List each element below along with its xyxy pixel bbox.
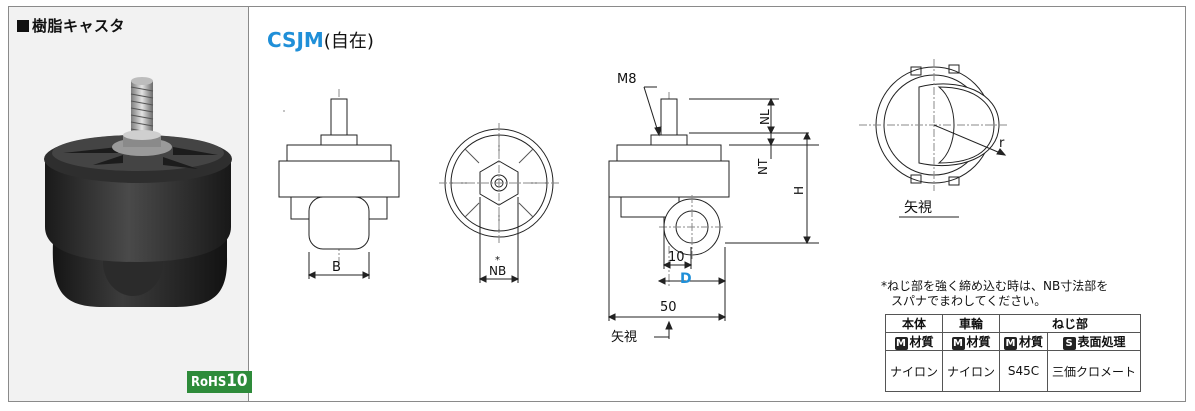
thread-material-value: S45C	[999, 350, 1049, 392]
dim-nb-mark: *	[495, 255, 500, 266]
side-view	[607, 86, 819, 339]
tightening-note: *ねじ部を強く締め込む時は、NB寸法部を スパナでまわしてください。	[881, 279, 1109, 308]
thread-surface-value: 三価クロメート	[1047, 350, 1142, 392]
dim-b-label: B	[332, 260, 341, 275]
dim-nt-label: NT	[756, 158, 770, 175]
col-thread-header: ねじ部	[999, 314, 1142, 333]
section-title: 樹脂キャスタ	[17, 15, 125, 36]
material-badge-icon: M	[894, 337, 908, 350]
dim-r-label: r	[999, 136, 1005, 151]
col-body-header: 本体	[884, 314, 944, 333]
dim-d-label: D	[680, 271, 692, 287]
caster-photo	[44, 77, 232, 307]
dim-nb-label: NB	[489, 264, 506, 278]
dim-nl-label: NL	[758, 109, 772, 125]
catalog-frame: 樹脂キャスタ	[8, 6, 1186, 402]
technical-drawing: B * NB	[278, 59, 1009, 345]
square-bullet-icon	[17, 20, 29, 32]
rohs-badge: RoHS10	[187, 371, 252, 393]
front-view	[278, 89, 400, 279]
material-badge-icon: M	[1004, 337, 1018, 350]
product-title: CSJM(自在)	[267, 28, 374, 52]
dim-10-label: 10	[668, 250, 685, 265]
dim-50-label: 50	[660, 300, 677, 315]
dim-h-label: H	[792, 186, 806, 195]
material-badge-icon: M	[951, 337, 965, 350]
dim-m8-label: M8	[617, 72, 637, 87]
view-arrow-label: 矢視	[611, 330, 637, 345]
col-wheel-header: 車輪	[942, 314, 1001, 333]
body-material-value: ナイロン	[884, 350, 944, 392]
bottom-view	[439, 123, 559, 283]
wheel-material-value: ナイロン	[942, 350, 1001, 392]
product-photo-panel: 樹脂キャスタ	[9, 7, 252, 401]
surface-badge-icon: S	[1062, 337, 1076, 350]
top-view	[859, 59, 1009, 218]
view-label: 矢視	[904, 200, 932, 216]
